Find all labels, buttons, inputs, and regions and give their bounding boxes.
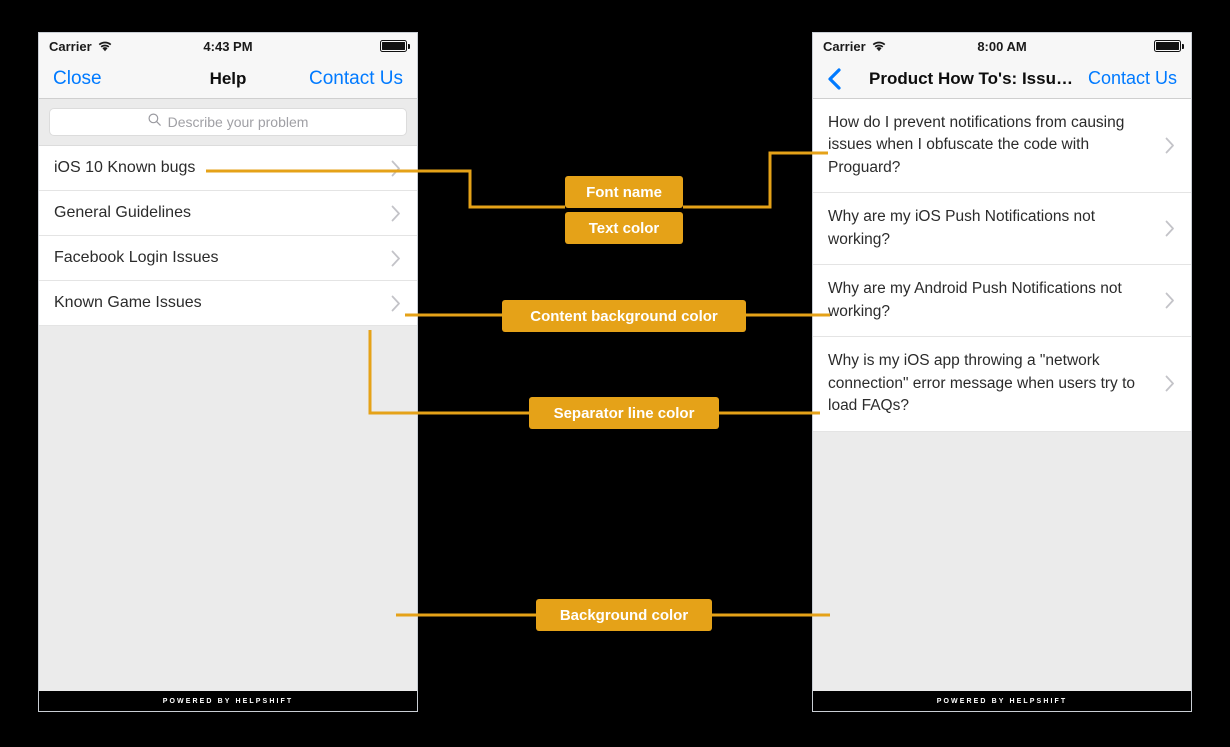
wifi-icon [872,41,886,52]
status-bar-right: Carrier 8:00 AM [813,33,1191,59]
empty-background-area-right [813,431,1191,691]
carrier-label: Carrier [49,38,92,54]
list-item-label: How do I prevent notifications from caus… [828,114,1125,176]
annotation-text-color: Text color [565,212,683,244]
list-item[interactable]: General Guidelines [39,191,417,236]
list-item[interactable]: Facebook Login Issues [39,236,417,281]
chevron-right-icon [1165,376,1174,392]
empty-background-area-left [39,326,417,691]
list-item[interactable]: How do I prevent notifications from caus… [813,99,1191,194]
annotation-font-name: Font name [565,176,683,208]
list-item[interactable]: Why are my iOS Push Notifications not wo… [813,193,1191,266]
annotation-background-color: Background color [536,599,712,631]
search-icon [148,113,161,131]
search-placeholder: Describe your problem [167,114,309,130]
chevron-right-icon [391,160,400,176]
battery-full-icon [1154,40,1184,52]
page-title: Product How To's: Issue... [869,68,1075,88]
nav-bar-left: Close Help Contact Us [39,59,417,99]
helpshift-footer-left: POWERED BY HELPSHIFT [39,691,417,711]
status-bar-left-group: Carrier [823,39,886,54]
list-item-label: Why are my iOS Push Notifications not wo… [828,208,1096,248]
phone-mockup-right: Carrier 8:00 AM Product How To's: Issue.… [812,32,1192,712]
phone-mockup-left: Carrier 4:43 PM Close Help Contact Us [38,32,418,712]
chevron-right-icon [391,250,400,266]
search-input[interactable]: Describe your problem [49,108,407,136]
list-item[interactable]: Known Game Issues [39,281,417,326]
chevron-right-icon [1165,292,1174,309]
status-bar-right-group [1154,40,1184,52]
chevron-right-icon [391,295,400,311]
contact-us-button[interactable]: Contact Us [309,67,403,89]
status-bar-right-group [380,40,410,52]
carrier-label: Carrier [823,38,866,54]
list-item-label: iOS 10 Known bugs [54,159,196,177]
chevron-right-icon [1165,220,1174,237]
list-item[interactable]: iOS 10 Known bugs [39,146,417,191]
status-bar-left: Carrier 4:43 PM [39,33,417,59]
chevron-right-icon [391,205,400,221]
search-bar-container: Describe your problem [39,99,417,145]
wifi-icon [98,41,112,52]
footer-label: POWERED BY HELPSHIFT [936,697,1068,705]
annotation-separator-line-color: Separator line color [529,397,719,429]
nav-bar-right: Product How To's: Issue... Contact Us [813,59,1191,99]
faq-list: How do I prevent notifications from caus… [813,99,1191,432]
annotation-content-background-color: Content background color [502,300,746,332]
battery-full-icon [380,40,410,52]
chevron-left-icon[interactable] [827,67,842,91]
list-item-label: Facebook Login Issues [54,249,219,267]
list-item-label: Why is my iOS app throwing a "network co… [828,352,1136,415]
list-item[interactable]: Why is my iOS app throwing a "network co… [813,337,1191,432]
list-item[interactable]: Why are my Android Push Notifications no… [813,265,1191,338]
list-item-label: Why are my Android Push Notifications no… [828,280,1122,320]
screen-body-right: How do I prevent notifications from caus… [813,99,1191,711]
list-item-label: Known Game Issues [54,294,202,312]
footer-label: POWERED BY HELPSHIFT [162,697,294,705]
chevron-right-icon [1165,137,1174,154]
contact-us-button[interactable]: Contact Us [1087,68,1177,88]
close-button[interactable]: Close [53,67,102,89]
list-item-label: General Guidelines [54,204,191,222]
connector-font-name-right [683,151,828,209]
helpshift-footer-right: POWERED BY HELPSHIFT [813,691,1191,711]
status-bar-left-group: Carrier [49,39,112,54]
